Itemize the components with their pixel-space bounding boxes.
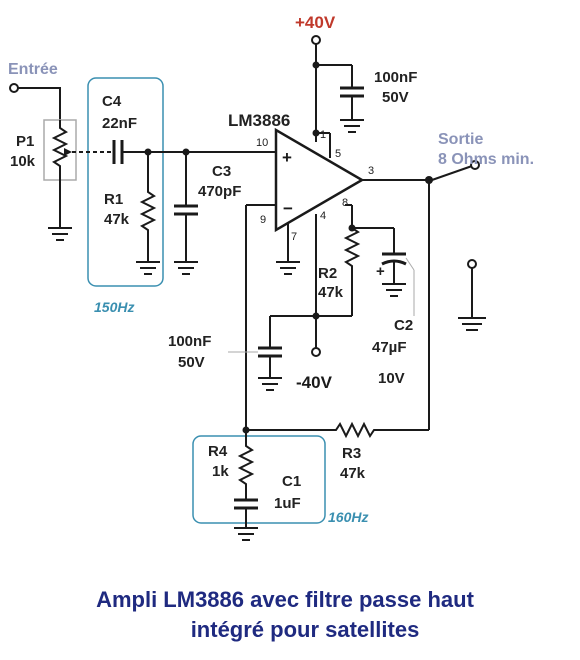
output-ground-terminal: [458, 259, 486, 331]
c3-name: C3: [212, 163, 231, 180]
potentiometer-p1: [43, 119, 114, 228]
resistor-r3: [246, 421, 429, 439]
pin-8: 8: [342, 197, 348, 209]
capacitor-c2: [352, 227, 415, 316]
schematic-diagram: +40V -40V Entrée Sortie 8 Ohms min. LM38…: [8, 13, 534, 541]
c3-value: 470pF: [198, 183, 241, 200]
opamp-lm3886: [274, 127, 365, 233]
pin-1: 1: [320, 129, 326, 141]
pin7-ground: [276, 222, 300, 275]
cs1-value: 100nF: [374, 69, 417, 86]
capacitor-c3: [174, 152, 198, 275]
input-filter-frequency: 150Hz: [94, 299, 134, 315]
r4-value: 1k: [212, 463, 229, 480]
resistor-r4: [237, 430, 255, 500]
feedback-filter-box: [192, 435, 326, 524]
pin-10: 10: [256, 137, 268, 149]
capacitor-c1: [234, 498, 258, 541]
r4-name: R4: [208, 443, 228, 460]
ground-symbol-p1: [48, 227, 72, 241]
c1-name: C1: [282, 473, 301, 490]
r3-name: R3: [342, 445, 361, 462]
positive-supply-wiring: [311, 35, 364, 158]
r2-name: R2: [318, 265, 337, 282]
output-label-1: Sortie: [438, 131, 483, 148]
p1-value: 10k: [10, 153, 36, 170]
inverting-sign: −: [283, 199, 293, 218]
noninverting-sign: +: [282, 148, 292, 167]
resistor-r1: [136, 152, 160, 275]
p1-name: P1: [16, 133, 34, 150]
resistor-r2: [343, 204, 361, 316]
r1-value: 47k: [104, 211, 130, 228]
supply-positive-label: +40V: [295, 13, 336, 32]
output-wiring: [362, 160, 480, 430]
negative-supply-wiring: [258, 214, 352, 391]
caption: Ampli LM3886 avec filtre passe haut inté…: [0, 585, 580, 645]
input-terminal: [9, 83, 61, 120]
feedback-filter-frequency: 160Hz: [328, 509, 368, 525]
r1-name: R1: [104, 191, 123, 208]
r3-value: 47k: [340, 465, 366, 482]
supply-negative-label: -40V: [296, 373, 333, 392]
c2-polarity-sign: +: [376, 263, 385, 280]
chip-label: LM3886: [228, 111, 290, 130]
cs2-voltage: 50V: [178, 354, 205, 371]
cs2-value: 100nF: [168, 333, 211, 350]
c1-value: 1uF: [274, 495, 301, 512]
c4-value: 22nF: [102, 115, 137, 132]
input-label: Entrée: [8, 61, 58, 78]
pin-9: 9: [260, 214, 266, 226]
cs1-voltage: 50V: [382, 89, 409, 106]
r2-value: 47k: [318, 284, 344, 301]
caption-line-2: intégré pour satellites: [190, 617, 420, 642]
c2-value: 47µF: [372, 339, 407, 356]
caption-line-1: Ampli LM3886 avec filtre passe haut: [96, 587, 474, 612]
c4-name: C4: [102, 93, 122, 110]
pin-3: 3: [368, 165, 374, 177]
c2-voltage: 10V: [378, 370, 405, 387]
pin-5: 5: [335, 148, 341, 160]
pin-4: 4: [320, 210, 326, 222]
pin-7: 7: [291, 231, 297, 243]
input-filter-box: [87, 77, 164, 287]
capacitor-c4: [112, 140, 276, 164]
c2-name: C2: [394, 317, 413, 334]
output-label-2: 8 Ohms min.: [438, 151, 534, 168]
